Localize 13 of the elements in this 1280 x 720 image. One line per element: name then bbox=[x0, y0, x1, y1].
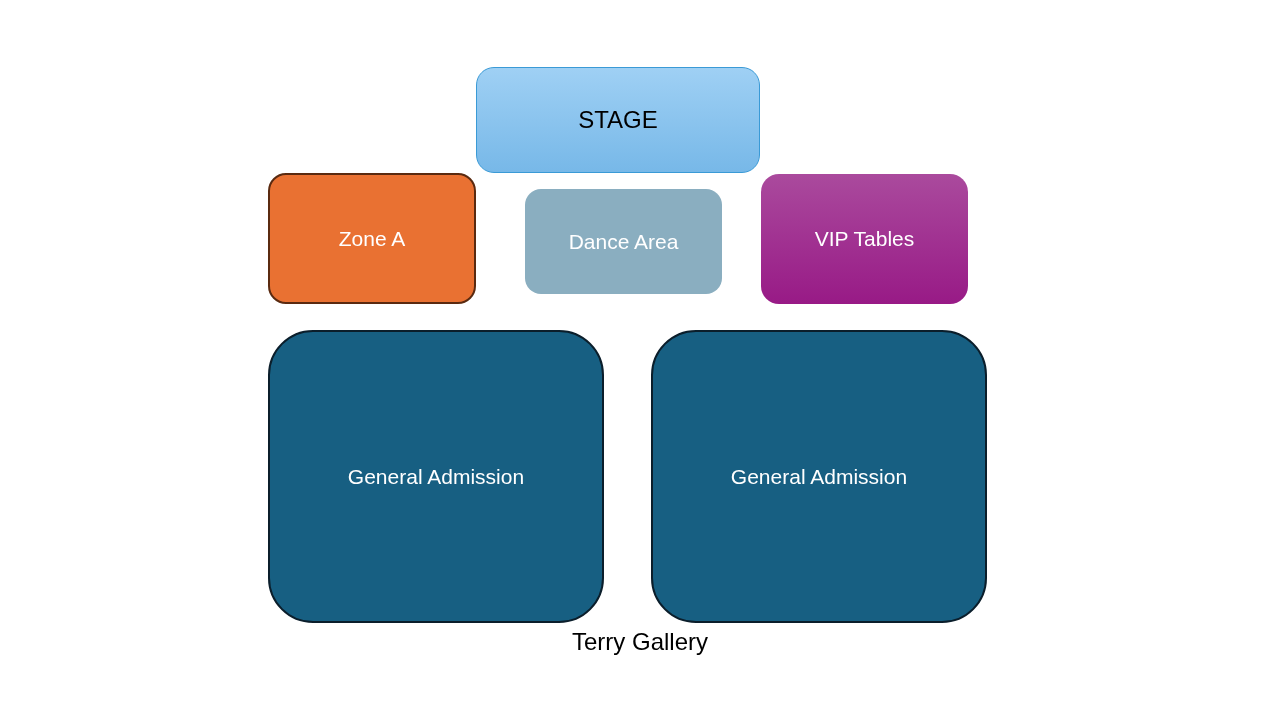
area-label: General Admission bbox=[347, 464, 525, 489]
vip-area bbox=[761, 174, 968, 304]
area-label: VIP Tables bbox=[814, 227, 915, 251]
admission-area bbox=[651, 330, 987, 623]
seating-zone bbox=[268, 173, 476, 304]
admission-area bbox=[268, 330, 604, 623]
area-label: Dance Area bbox=[568, 229, 679, 254]
area-label: General Admission bbox=[730, 464, 908, 489]
dance-floor bbox=[525, 189, 722, 294]
area-label: STAGE bbox=[578, 106, 658, 134]
area-label: Zone A bbox=[338, 226, 406, 251]
venue-caption: Terry Gallery bbox=[572, 628, 708, 655]
stage-area bbox=[476, 67, 760, 173]
